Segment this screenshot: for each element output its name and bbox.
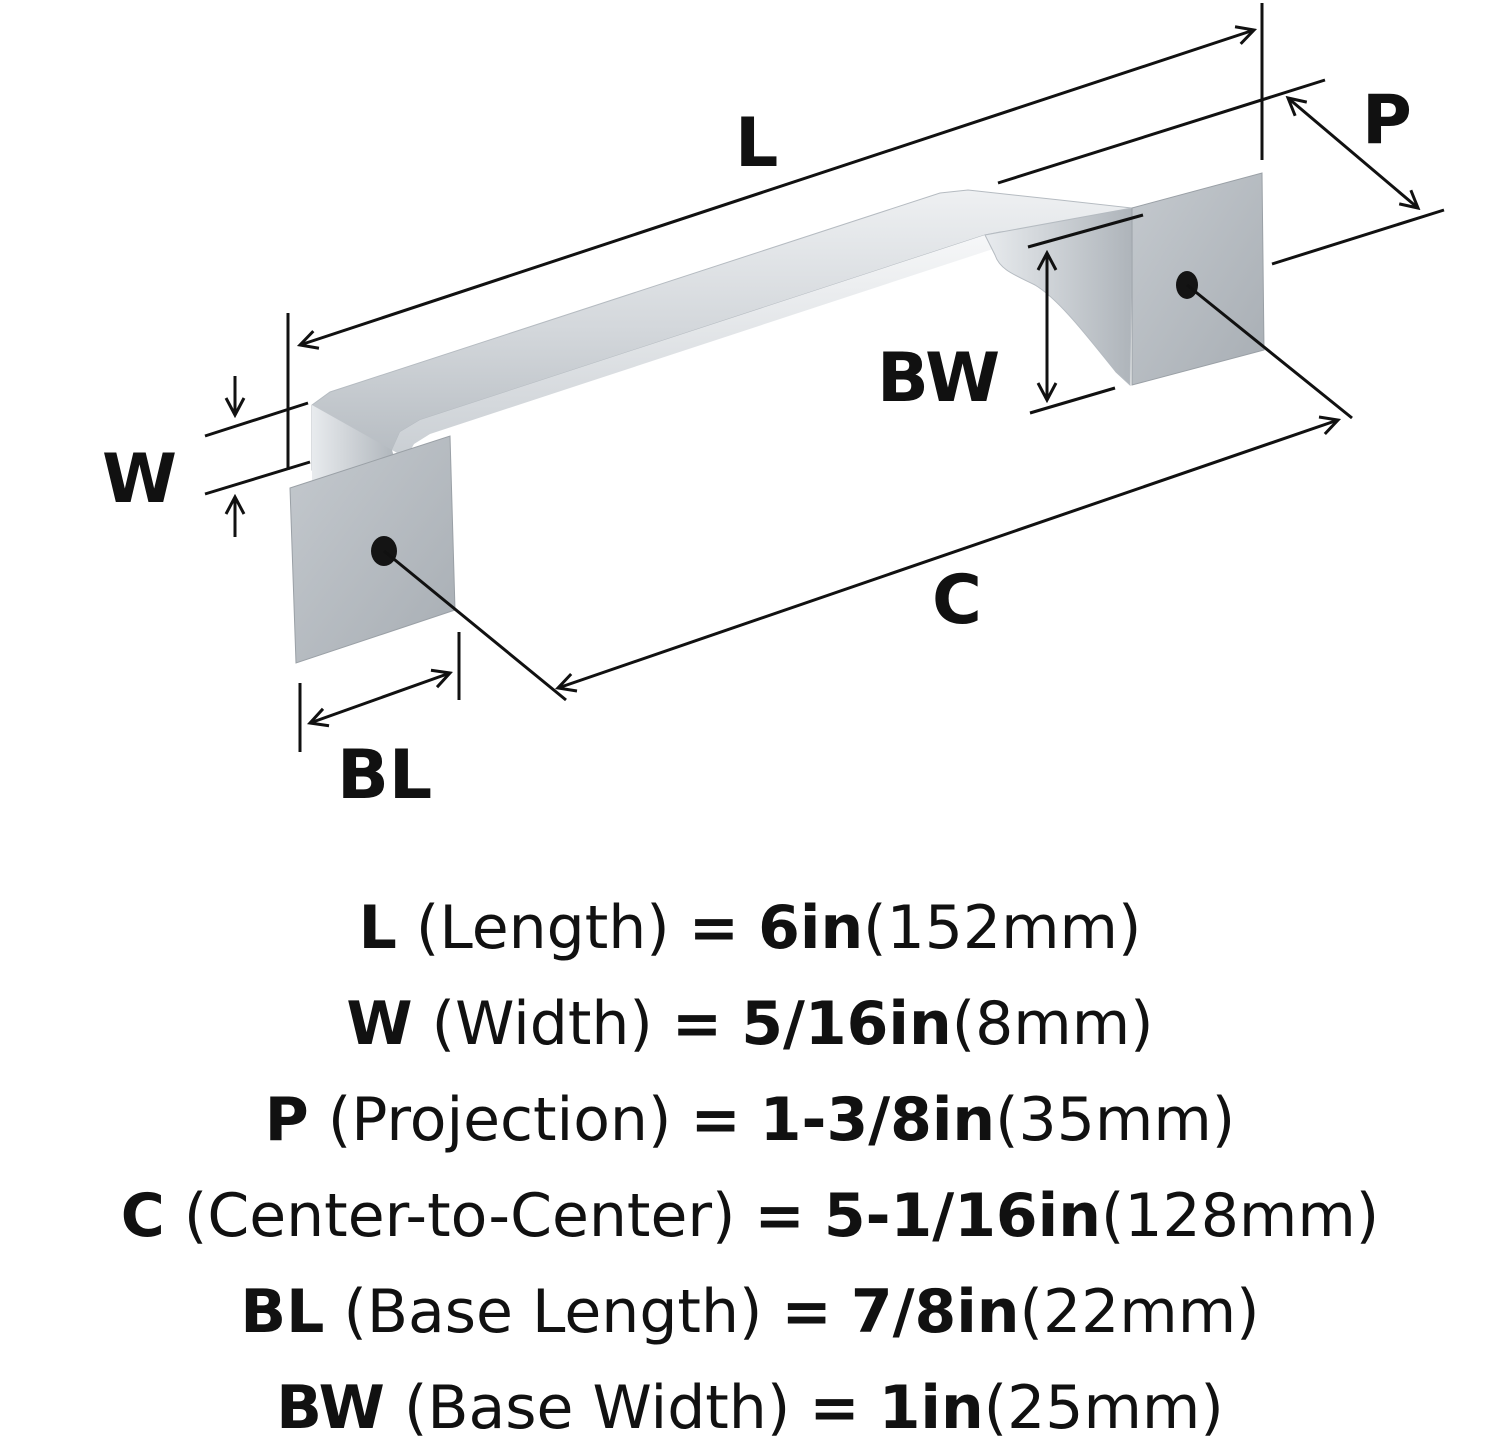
projection-extension-top: [997, 78, 1326, 185]
base-width-extension-bottom: [1029, 386, 1116, 415]
spec-name: (Projection): [327, 1085, 672, 1155]
projection-dimension-arrow: [1288, 98, 1418, 208]
spec-imperial: 1in: [878, 1373, 984, 1443]
projection-extension-bottom: [1271, 208, 1445, 266]
spec-equals: =: [688, 893, 740, 963]
width-extension-top: [204, 401, 309, 438]
spec-name: (Center-to-Center): [183, 1181, 736, 1251]
label-length: L: [735, 104, 778, 183]
label-base-length: BL: [337, 736, 432, 815]
spec-equals: =: [690, 1085, 741, 1155]
spec-base-width: BW (Base Width) = 1in(25mm): [0, 1360, 1500, 1456]
spec-metric: (128mm): [1100, 1181, 1380, 1251]
label-projection: P: [1362, 81, 1412, 160]
dimension-lines: [204, 3, 1445, 752]
spec-metric: (22mm): [1019, 1277, 1260, 1347]
center-right-hole-leader: [1186, 283, 1353, 420]
handle-right-leg: [984, 207, 1133, 387]
spec-code: C: [120, 1181, 165, 1251]
spec-metric: (8mm): [951, 989, 1154, 1059]
base-length-dimension-arrow: [310, 673, 450, 723]
length-dimension-arrow: [300, 30, 1254, 345]
center-left-hole-leader: [383, 549, 567, 702]
spec-imperial: 7/8in: [850, 1277, 1020, 1347]
spec-width: W (Width) = 5/16in(8mm): [0, 976, 1500, 1072]
spec-code: L: [358, 893, 397, 963]
label-width: W: [102, 440, 177, 519]
label-base-width: BW: [877, 339, 1000, 418]
spec-length: L (Length) = 6in(152mm): [0, 880, 1500, 976]
specifications-list: L (Length) = 6in(152mm) W (Width) = 5/16…: [0, 880, 1500, 1456]
spec-metric: (25mm): [983, 1373, 1224, 1443]
right-base-plate: [1131, 172, 1265, 386]
spec-code: BW: [276, 1373, 385, 1443]
spec-equals: =: [809, 1373, 860, 1443]
spec-projection: P (Projection) = 1-3/8in(35mm): [0, 1072, 1500, 1168]
center-dimension-arrow: [558, 420, 1338, 688]
spec-name: (Base Width): [403, 1373, 791, 1443]
spec-name: (Base Length): [343, 1277, 763, 1347]
spec-center-to-center: C (Center-to-Center) = 5-1/16in(128mm): [0, 1168, 1500, 1264]
spec-base-length: BL (Base Length) = 7/8in(22mm): [0, 1264, 1500, 1360]
spec-equals: =: [781, 1277, 832, 1347]
spec-imperial: 5/16in: [741, 989, 952, 1059]
spec-metric: (152mm): [863, 893, 1142, 963]
spec-metric: (35mm): [995, 1085, 1236, 1155]
spec-code: BL: [240, 1277, 325, 1347]
spec-name: (Width): [431, 989, 653, 1059]
pull-handle-diagram: L P W BW C BL: [102, 3, 1445, 815]
spec-code: W: [346, 989, 413, 1059]
width-extension-bottom: [204, 460, 311, 496]
spec-imperial: 6in: [758, 893, 864, 963]
base-width-extension-top: [1027, 213, 1144, 249]
spec-code: P: [264, 1085, 309, 1155]
spec-imperial: 1-3/8in: [759, 1085, 996, 1155]
label-center-to-center: C: [932, 561, 982, 640]
spec-equals: =: [671, 989, 723, 1059]
spec-name: (Length): [415, 893, 670, 963]
spec-imperial: 5-1/16in: [823, 1181, 1101, 1251]
spec-equals: =: [754, 1181, 805, 1251]
